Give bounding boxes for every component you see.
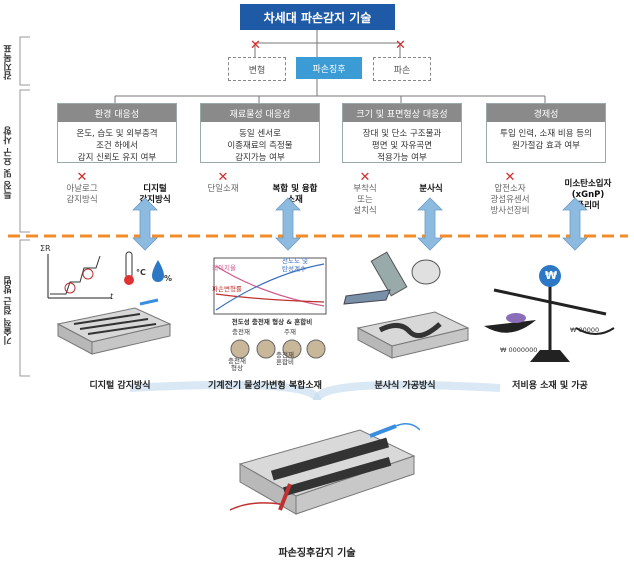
requirement-material: 재료물성 대응성 동일 센서로 이종재료의 측정물 감지가능 여부 bbox=[200, 103, 320, 163]
filler-subtitle: 전도성 충전재 형상 & 혼합비 bbox=[231, 318, 313, 326]
double-arrow-icon bbox=[417, 197, 443, 251]
x-mark-icon: ✕ bbox=[504, 170, 516, 185]
digital-sensing-illustration bbox=[47, 251, 172, 355]
won-currency-icon: ₩ bbox=[545, 269, 558, 282]
double-arrow-icon bbox=[562, 197, 588, 251]
option-chosen: 미소탄소입자 (xGnP) 폴리머 bbox=[564, 179, 612, 211]
bottom-caption: 파손징후감지 기술 bbox=[278, 548, 356, 559]
x-mark-icon: ✕ bbox=[76, 170, 88, 185]
requirement-text: 투입 인력, 소재 비용 등의 bbox=[500, 129, 592, 139]
x-mark-icon: ✕ bbox=[359, 170, 371, 185]
requirement-environment: 환경 대응성 온도, 습도 및 외부충격 조건 하에서 감지 신뢰도 유지 여부 bbox=[57, 103, 177, 163]
double-arrow-icon bbox=[132, 197, 158, 251]
option-chosen: 복합 및 융합 소재 bbox=[272, 184, 318, 205]
filler-label: 충전재 bbox=[232, 328, 250, 336]
option-rejected: ✕ 단일소재 bbox=[198, 170, 248, 195]
double-arrow-icon bbox=[275, 197, 301, 251]
requirement-text: 감지 신뢰도 유지 여부 bbox=[77, 153, 157, 163]
composite-material-illustration bbox=[213, 257, 327, 359]
legend-gauge-factor: 케이지율 bbox=[212, 264, 236, 272]
axis-label-x: t bbox=[110, 292, 114, 301]
x-mark-icon: ✕ bbox=[217, 170, 229, 185]
goal-deformation: 변형 bbox=[228, 57, 286, 81]
requirement-text: 조건 하에서 bbox=[96, 141, 138, 151]
low-cost-label: ₩ 00000 bbox=[570, 326, 600, 334]
cost-balance-illustration bbox=[484, 265, 615, 362]
caption-spray: 분사식 가공방식 bbox=[374, 381, 436, 391]
option-rejected: ✕ 부착식 또는 설치식 bbox=[345, 170, 385, 217]
requirement-header: 환경 대응성 bbox=[58, 104, 176, 122]
requirement-text: 동일 센서로 bbox=[239, 129, 281, 139]
option-rejected: ✕ 압전소자 광섬유센서 방사선장비 bbox=[482, 170, 538, 217]
spray-processing-illustration bbox=[343, 251, 470, 359]
temperature-unit: °C bbox=[136, 268, 146, 277]
legend-failure-strain: 파손변형률 bbox=[212, 285, 242, 293]
requirement-text: 이종재료의 측정물 bbox=[227, 141, 293, 151]
matrix-label: 주재 bbox=[284, 328, 296, 336]
requirement-header: 재료물성 대응성 bbox=[201, 104, 319, 122]
requirement-text: 온도, 습도 및 외부충격 bbox=[76, 129, 158, 139]
axis-label-y: ΣR bbox=[40, 244, 51, 253]
option-rejected: ✕ 아날로그 감지방식 bbox=[52, 170, 112, 206]
requirement-text: 감지가능 여부 bbox=[235, 153, 285, 163]
diagram-title: 차세대 파손감지 기술 bbox=[240, 4, 395, 30]
option-chosen: 분사식 bbox=[419, 184, 443, 194]
requirement-text: 평면 및 자유곡면 bbox=[371, 141, 433, 151]
requirement-text: 원가절감 효과 여부 bbox=[512, 141, 580, 151]
goal-damage: 파손 bbox=[373, 57, 431, 81]
requirement-header: 경제성 bbox=[487, 104, 605, 122]
requirement-header: 크기 및 표면형상 대응성 bbox=[343, 104, 461, 122]
caption-low-cost: 저비용 소재 및 가공 bbox=[512, 381, 588, 391]
caption-composite: 기계전기 물성가변형 복합소재 bbox=[208, 381, 322, 391]
caption-digital-sensing: 디지털 감지방식 bbox=[89, 381, 151, 391]
option-chosen: 디지털 감지방식 bbox=[139, 184, 171, 205]
high-cost-label: ₩ 0000000 bbox=[500, 346, 538, 354]
integrated-sensor-illustration bbox=[229, 423, 420, 515]
goal-damage-sign: 파손징후 bbox=[296, 57, 362, 79]
requirement-text: 장대 및 단소 구조물과 bbox=[362, 129, 442, 139]
humidity-unit: % bbox=[164, 274, 173, 283]
requirement-shape: 크기 및 표면형상 대응성 장대 및 단소 구조물과 평면 및 자유곡면 적용가… bbox=[342, 103, 462, 163]
x-mark-icon: ✕ bbox=[395, 38, 406, 53]
x-mark-icon: ✕ bbox=[250, 38, 261, 53]
requirement-economy: 경제성 투입 인력, 소재 비용 등의 원가절감 효과 여부 bbox=[486, 103, 606, 163]
requirement-text: 적용가능 여부 bbox=[377, 153, 427, 163]
